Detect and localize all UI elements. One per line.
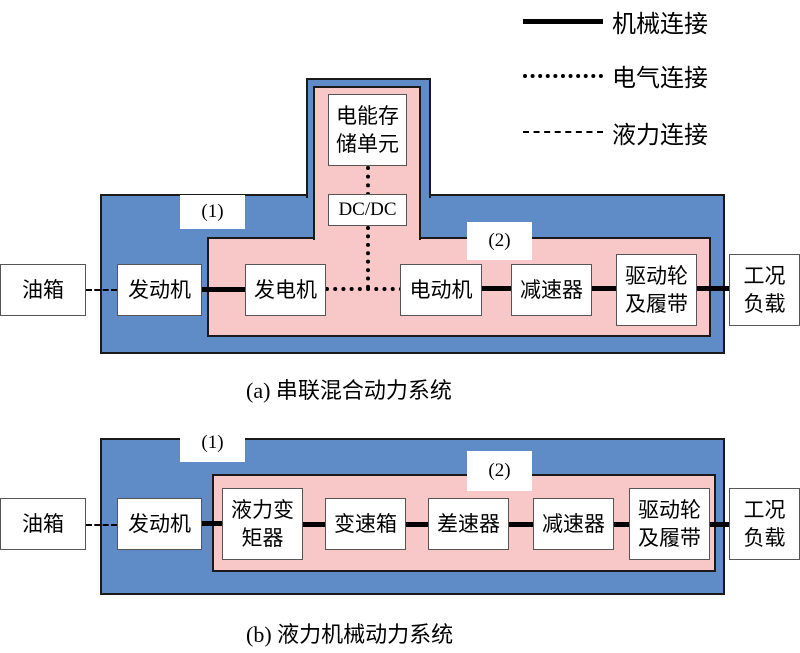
gearbox-b: 变速箱	[325, 498, 406, 550]
load-b: 工况 负载	[729, 488, 800, 560]
engine-b: 发动机	[117, 498, 202, 550]
mech-link-b-converter-gearbox	[301, 522, 327, 527]
load-a: 工况 负载	[729, 254, 800, 326]
legend-mechanical-label: 机械连接	[612, 10, 708, 38]
motor-a: 电动机	[400, 264, 482, 316]
region-1-b-label: (1)	[180, 424, 245, 462]
storage-unit-a: 电能存 储单元	[328, 94, 407, 166]
mech-link-b-engine-converter	[201, 521, 223, 526]
legend-electrical-line	[523, 74, 603, 78]
elec-link-a-generator-motor	[325, 287, 403, 291]
region-1-a-label: (1)	[180, 195, 245, 229]
mech-link-a-drive-load	[695, 286, 730, 291]
caption-b: (b) 液力机械动力系统	[246, 622, 454, 647]
mech-link-a-motor-reducer	[480, 286, 513, 291]
legend-electrical-label: 电气连接	[612, 64, 708, 92]
oil-tank-a: 油箱	[0, 264, 86, 316]
hydraulic-link-b	[86, 524, 117, 526]
dcdc-converter-a: DC/DC	[328, 194, 407, 226]
legend-mechanical-line	[523, 19, 603, 24]
drive-wheel-track-a: 驱动轮 及履带	[616, 254, 697, 326]
legend-hydraulic-label: 液力连接	[612, 121, 708, 149]
hydraulic-link-a	[86, 289, 117, 291]
torque-converter-b: 液力变 矩器	[222, 488, 303, 560]
mech-link-b-differential-reducer	[507, 522, 534, 527]
reducer-b: 减速器	[533, 498, 614, 550]
elec-link-a-storage-dcdc	[366, 166, 370, 196]
region-2-a-label: (2)	[467, 222, 532, 260]
mech-link-b-reducer-drive	[612, 522, 631, 527]
region-2-b-label: (2)	[467, 451, 532, 491]
mech-link-a-reducer-drive	[590, 286, 618, 291]
reducer-a: 减速器	[511, 264, 592, 316]
mech-link-b-drive-load	[709, 522, 730, 527]
oil-tank-b: 油箱	[0, 498, 86, 550]
generator-a: 发电机	[245, 264, 326, 316]
mech-link-b-gearbox-differential	[404, 522, 431, 527]
mech-link-a-engine-generator	[201, 287, 246, 292]
drive-wheel-track-b: 驱动轮 及履带	[629, 488, 710, 560]
legend-hydraulic-line	[523, 131, 603, 133]
caption-a: (a) 串联混合动力系统	[246, 378, 452, 403]
engine-a: 发动机	[117, 264, 202, 316]
elec-link-a-dcdc-bus	[366, 226, 370, 289]
differential-b: 差速器	[428, 498, 509, 550]
